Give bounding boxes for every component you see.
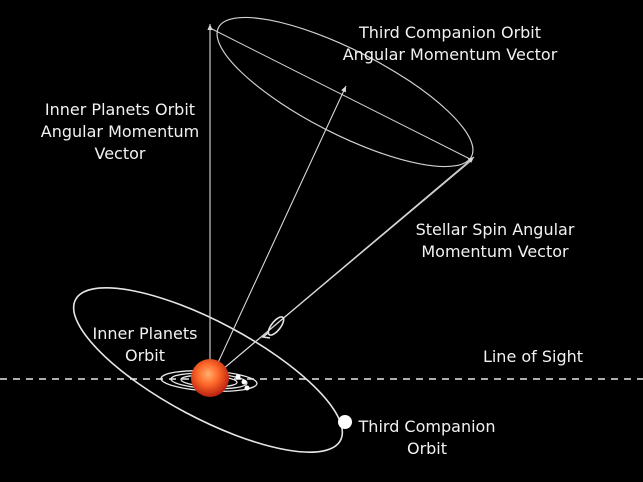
third-companion-body bbox=[338, 415, 352, 429]
third-companion-orbit-label: Third Companion Orbit bbox=[358, 417, 496, 458]
line-of-sight-label: Line of Sight bbox=[482, 347, 584, 366]
stellar-spin-vector-arrow bbox=[209, 156, 475, 381]
third-companion-vector-arrow bbox=[209, 85, 347, 381]
inner-planet-2 bbox=[241, 379, 247, 385]
third-companion-vector-label: Third Companion Orbit Angular Momentum V… bbox=[342, 23, 558, 64]
inner-planet-3 bbox=[244, 385, 250, 391]
spin-rotation-icon bbox=[261, 316, 285, 339]
inner-planet-1 bbox=[235, 374, 241, 380]
cone-top-diameter bbox=[209, 27, 473, 161]
third-companion-orbit-ellipse bbox=[72, 287, 344, 453]
inner-planets-vector-label: Inner Planets Orbit Angular Momentum Vec… bbox=[40, 100, 200, 163]
inner-planets-orbit-label: Inner Planets Orbit bbox=[92, 324, 198, 365]
host-star bbox=[191, 359, 229, 397]
stellar-spin-vector-label: Stellar Spin Angular Momentum Vector bbox=[415, 220, 575, 261]
